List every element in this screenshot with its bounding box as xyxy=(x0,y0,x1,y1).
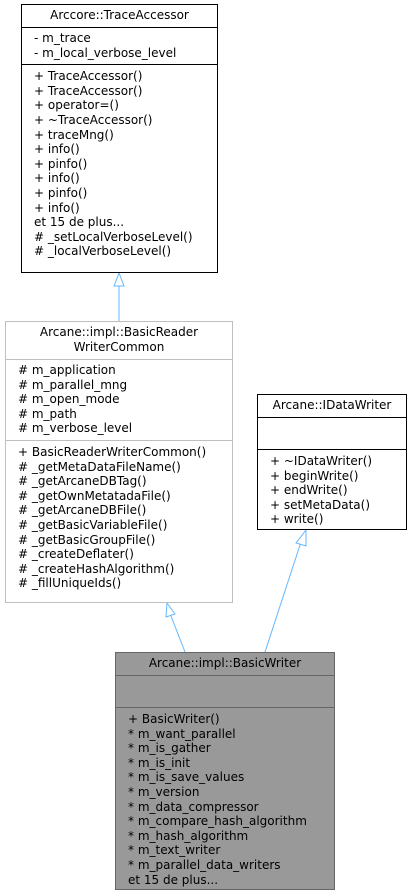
attribute-item: # m_verbose_level xyxy=(18,421,133,436)
method-item: + traceMng() xyxy=(34,127,114,142)
method-item: # _getArcaneDBTag() xyxy=(18,474,147,489)
attribute-section xyxy=(116,676,334,708)
method-item: + info() xyxy=(34,142,80,157)
edge-basicwriter-to-idatawriter xyxy=(264,528,307,653)
member-item: * m_data_compressor xyxy=(128,799,259,814)
method-item: # _createDeflater() xyxy=(18,547,134,562)
method-item: + setMetaData() xyxy=(270,497,371,512)
class-node-idata-writer[interactable]: Arcane::IDataWriter + ~IDataWriter() + b… xyxy=(257,394,407,530)
class-title: Arccore::TraceAccessor xyxy=(22,5,217,28)
more-members-label: et 15 de plus... xyxy=(34,215,125,230)
attribute-item: - m_local_verbose_level xyxy=(34,45,177,60)
attribute-item: # m_application xyxy=(18,363,116,377)
method-item: + ~TraceAccessor() xyxy=(34,112,153,127)
class-title: Arcane::impl::BasicReader WriterCommon xyxy=(6,322,232,360)
class-title-line: Arcane::impl::BasicReader xyxy=(39,325,199,339)
method-item: + info() xyxy=(34,171,80,186)
method-item: + info() xyxy=(34,200,80,215)
method-section: + BasicReaderWriterCommon() # _getMetaDa… xyxy=(6,441,232,595)
method-item: + pinfo() xyxy=(34,156,88,171)
more-members-label: et 15 de plus... xyxy=(128,872,219,887)
member-item: * m_want_parallel xyxy=(128,726,236,741)
edge-basicwriter-to-readerwritercommon xyxy=(165,601,186,653)
class-node-trace-accessor[interactable]: Arccore::TraceAccessor - m_trace - m_loc… xyxy=(21,4,218,273)
method-section: + TraceAccessor() + TraceAccessor() + op… xyxy=(22,65,217,263)
method-item: + BasicReaderWriterCommon() xyxy=(18,444,207,459)
member-item: * m_is_save_values xyxy=(128,770,245,785)
member-item: * m_hash_algorithm xyxy=(128,828,249,843)
attribute-item: # m_parallel_mng xyxy=(18,377,128,392)
attribute-item: - m_trace xyxy=(34,31,91,45)
attribute-section: - m_trace - m_local_verbose_level xyxy=(22,28,217,66)
member-item: * m_text_writer xyxy=(128,843,221,858)
class-node-basic-writer[interactable]: Arcane::impl::BasicWriter + BasicWriter(… xyxy=(115,652,335,890)
member-item: * m_compare_hash_algorithm xyxy=(128,814,307,829)
method-item: + BasicWriter() xyxy=(128,712,220,726)
method-item: # _setLocalVerboseLevel() xyxy=(34,229,193,244)
method-item: + pinfo() xyxy=(34,185,88,200)
method-item: # _getBasicVariableFile() xyxy=(18,517,168,532)
method-item: + operator=() xyxy=(34,98,119,113)
method-section: + ~IDataWriter() + beginWrite() + endWri… xyxy=(258,450,406,531)
method-item: # _localVerboseLevel() xyxy=(34,244,172,259)
method-item: + beginWrite() xyxy=(270,468,359,483)
method-item: # _getBasicGroupFile() xyxy=(18,532,156,547)
method-item: # _fillUniqueIds() xyxy=(18,576,122,591)
member-item: * m_is_gather xyxy=(128,741,211,756)
method-section: + BasicWriter() * m_want_parallel * m_is… xyxy=(116,708,334,891)
class-title: Arcane::IDataWriter xyxy=(258,395,406,418)
edge-readerwritercommon-to-traceaccessor xyxy=(113,271,125,321)
member-item: * m_parallel_data_writers xyxy=(128,857,281,872)
attribute-item: # m_open_mode xyxy=(18,392,120,407)
class-title-line: WriterCommon xyxy=(73,340,165,354)
method-item: # _getMetaDataFileName() xyxy=(18,459,181,474)
attribute-section xyxy=(258,418,406,450)
attribute-section: # m_application # m_parallel_mng # m_ope… xyxy=(6,360,232,441)
attribute-item: # m_path xyxy=(18,406,77,421)
class-node-basic-reader-writer-common[interactable]: Arcane::impl::BasicReader WriterCommon #… xyxy=(5,321,233,603)
method-item: + ~IDataWriter() xyxy=(270,454,373,468)
member-item: * m_version xyxy=(128,784,200,799)
method-item: + TraceAccessor() xyxy=(34,83,143,98)
method-item: # _createHashAlgorithm() xyxy=(18,561,175,576)
method-item: + write() xyxy=(270,512,324,527)
class-title: Arcane::impl::BasicWriter xyxy=(116,653,334,676)
member-item: * m_is_init xyxy=(128,755,191,770)
method-item: # _getOwnMetatadaFile() xyxy=(18,488,171,503)
method-item: + endWrite() xyxy=(270,483,348,498)
method-item: # _getArcaneDBFile() xyxy=(18,503,147,518)
method-item: + TraceAccessor() xyxy=(34,69,143,84)
